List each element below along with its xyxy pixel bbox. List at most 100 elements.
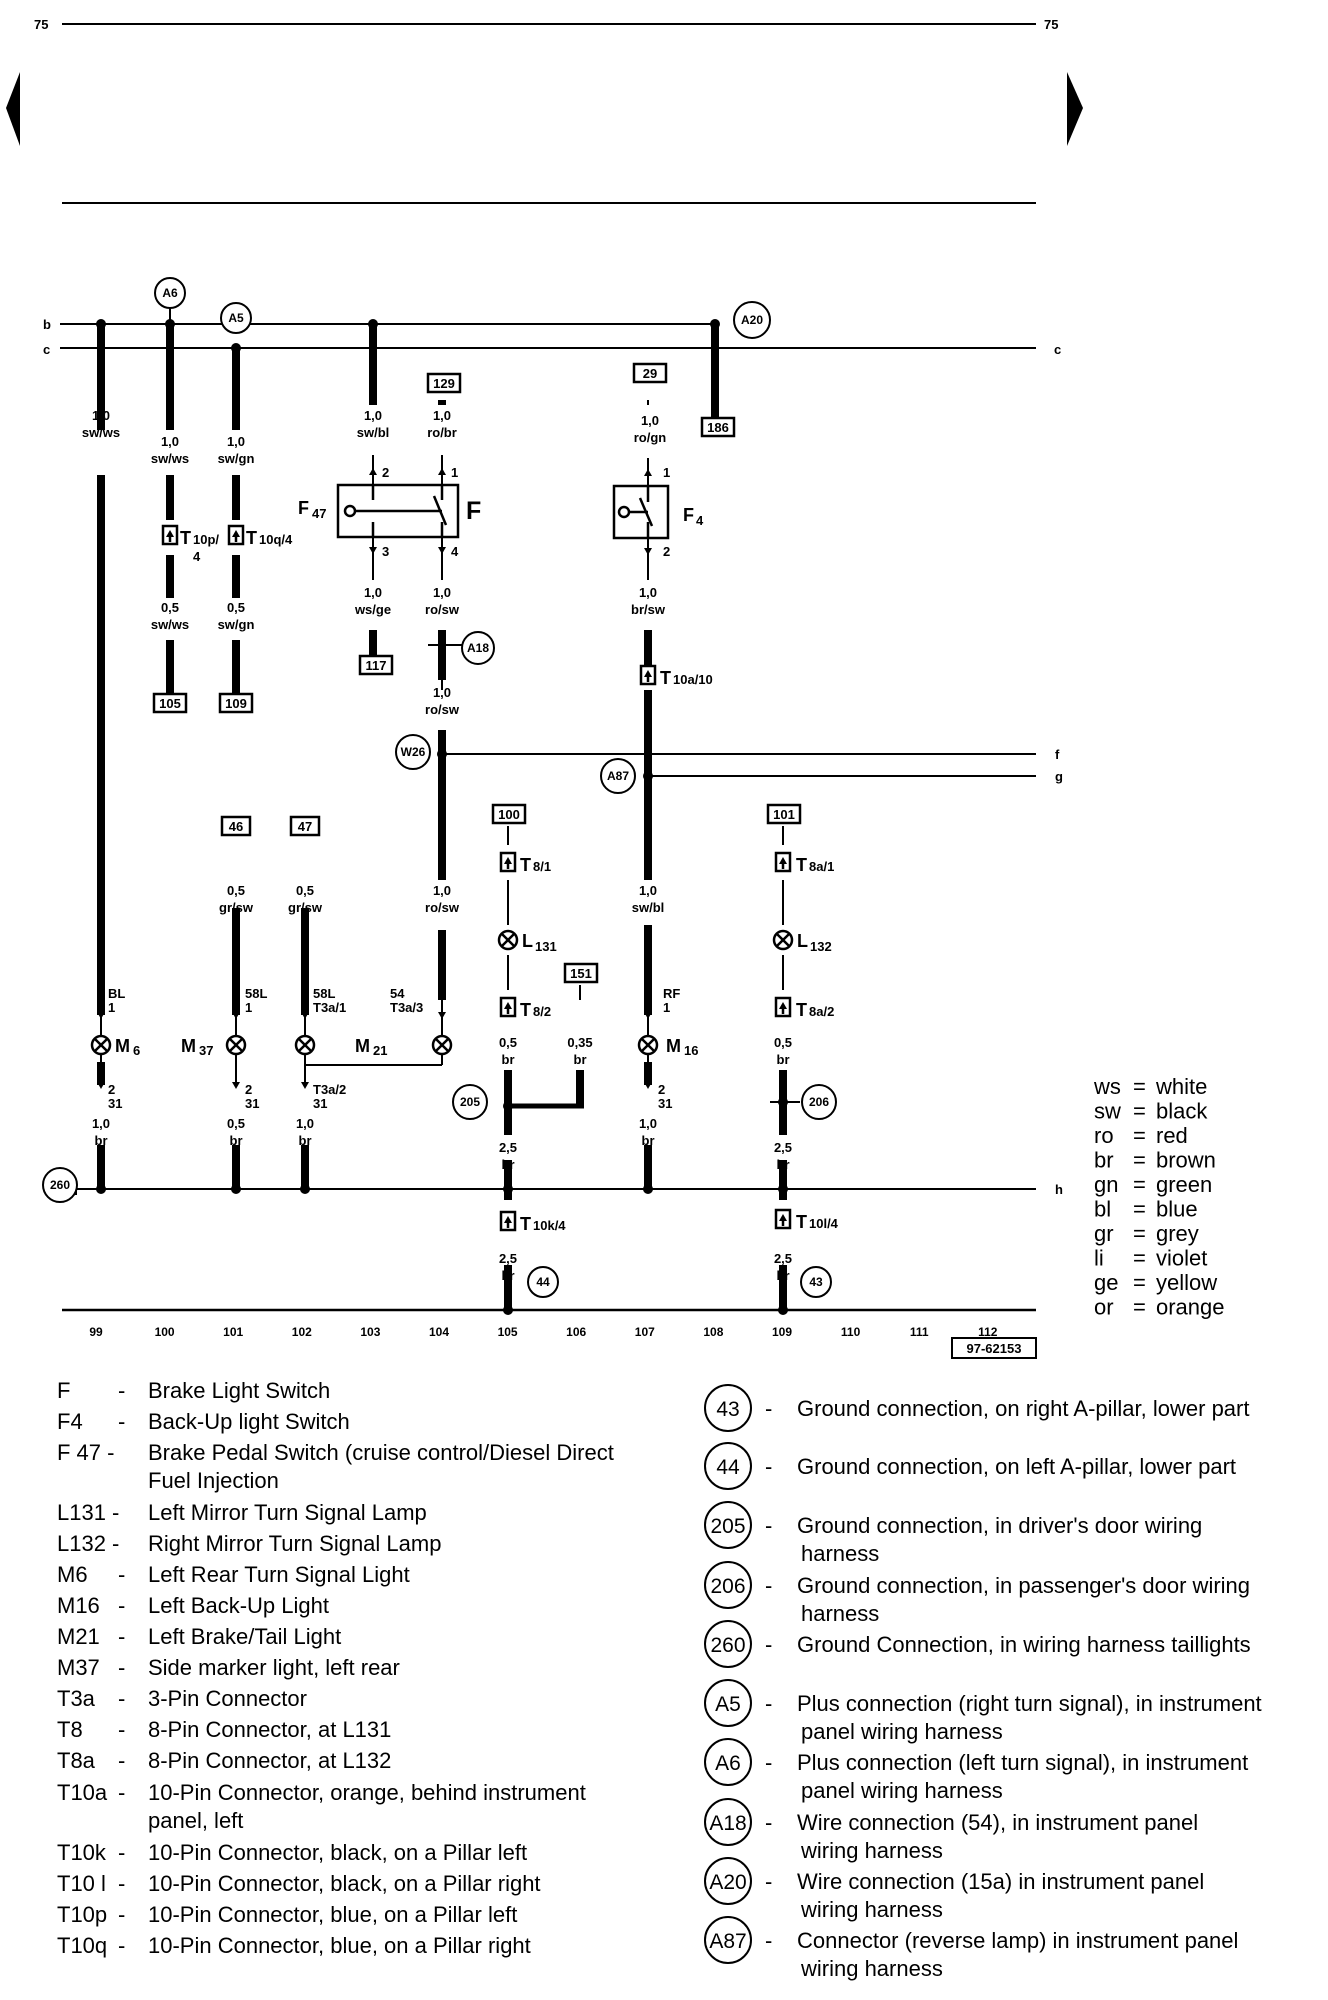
line-label-c-right: c [1054, 342, 1061, 357]
wire-size-w105b: 2,5 [499, 1140, 517, 1155]
color-equals: = [1133, 1270, 1146, 1295]
wire-size-w101d: 0,5 [227, 1116, 245, 1131]
junctions [96, 319, 788, 1315]
ground-legend-desc: Ground connection, in driver's door wiri… [797, 1513, 1202, 1538]
ground-legend-circle [704, 1501, 752, 1549]
component-desc: 10-Pin Connector, black, on a Pillar rig… [148, 1871, 541, 1896]
wire-color-w109c: br [777, 1268, 790, 1283]
color-equals: = [1133, 1246, 1146, 1271]
ground-legend-circle [704, 1561, 752, 1609]
wire-color-w104a: ro/br [427, 425, 457, 440]
wire-color-w107a: ro/gn [634, 430, 667, 445]
component-desc: 3-Pin Connector [148, 1686, 307, 1711]
box-105: 105 [159, 696, 181, 711]
component-desc: 10-Pin Connector, orange, behind instrum… [148, 1780, 586, 1805]
wire-color-w100a: sw/ws [151, 451, 189, 466]
component-code: T8 [57, 1717, 83, 1742]
wire-size-w104b: 1,0 [433, 585, 451, 600]
column-number: 103 [360, 1325, 380, 1339]
circle-W26: W26 [401, 745, 426, 759]
circle-A87: A87 [607, 769, 629, 783]
ground-legend-desc-line2: wiring harness [800, 1897, 943, 1922]
svg-text:1: 1 [663, 465, 670, 480]
color-code: ro [1094, 1123, 1114, 1148]
line-label-h: h [1055, 1182, 1063, 1197]
ground-legend-desc-line2: harness [801, 1541, 879, 1566]
wire-size-w104a: 1,0 [433, 408, 451, 423]
svg-text:31: 31 [313, 1096, 327, 1111]
wire-color-w103b: ws/ge [354, 602, 391, 617]
svg-text:16: 16 [684, 1043, 698, 1058]
circle-43: 43 [809, 1275, 823, 1289]
wire-size-w101a: 1,0 [227, 434, 245, 449]
column-number: 99 [89, 1325, 103, 1339]
ground-legend-circle [704, 1857, 752, 1905]
box-100: 100 [498, 807, 520, 822]
component-code: M37 [57, 1655, 100, 1680]
wire-color-w101b: sw/gn [218, 617, 255, 632]
component-desc: Brake Pedal Switch (cruise control/Diese… [148, 1440, 614, 1465]
wire-size-w109c: 2,5 [774, 1251, 792, 1266]
next-page-arrow-icon[interactable] [1067, 72, 1083, 146]
prev-page-arrow-icon[interactable] [6, 72, 20, 146]
color-equals: = [1133, 1172, 1146, 1197]
wire-color-w105a: br [502, 1052, 515, 1067]
lamp-M6: M [115, 1036, 130, 1056]
component-desc: 10-Pin Connector, blue, on a Pillar righ… [148, 1933, 531, 1958]
svg-text:2: 2 [658, 1082, 665, 1097]
column-number: 100 [155, 1325, 175, 1339]
column-number: 105 [498, 1325, 518, 1339]
component-desc: Back-Up light Switch [148, 1409, 350, 1434]
lamp-L132: L [797, 931, 808, 951]
circle-A5: A5 [228, 311, 244, 325]
component-code: F4 [57, 1409, 83, 1434]
wire-size-w101b: 0,5 [227, 600, 245, 615]
component-dash: - [118, 1378, 125, 1403]
svg-text:58L: 58L [313, 986, 335, 1001]
color-code: br [1094, 1148, 1114, 1173]
ground-legend-desc-line2: wiring harness [800, 1956, 943, 1981]
box-151: 151 [570, 966, 592, 981]
svg-text:1: 1 [451, 465, 458, 480]
wire-color-w107c: sw/bl [632, 900, 665, 915]
wire-color-w99a: sw/ws [82, 425, 120, 440]
ground-legend-desc: Plus connection (left turn signal), in i… [797, 1750, 1248, 1775]
color-equals: = [1133, 1197, 1146, 1222]
wire-size-w104c: 1,0 [433, 883, 451, 898]
column-number: 112 [978, 1325, 998, 1339]
component-code: M21 [57, 1624, 100, 1649]
svg-text:10a/10: 10a/10 [673, 672, 713, 687]
svg-text:31: 31 [245, 1096, 259, 1111]
box-29: 29 [643, 366, 657, 381]
svg-text:4: 4 [451, 544, 459, 559]
wire-color-w101c: gr/sw [219, 900, 254, 915]
component-code: T10p [57, 1902, 107, 1927]
component-code: T8a [57, 1748, 96, 1773]
color-name: black [1156, 1099, 1208, 1124]
color-code: li [1094, 1246, 1104, 1271]
box-109: 109 [225, 696, 247, 711]
color-name: grey [1156, 1221, 1199, 1246]
ground-legend-desc: Wire connection (54), in instrument pane… [797, 1810, 1198, 1835]
circle-refs: A6 A5 A20 A18 W26 A87 205 206 260 44 43 [42, 277, 837, 1298]
color-name: green [1156, 1172, 1212, 1197]
color-equals: = [1133, 1099, 1146, 1124]
component-code: T10k [57, 1840, 107, 1865]
component-dash: - [118, 1409, 125, 1434]
color-code: ge [1094, 1270, 1118, 1295]
wire-size-w101c: 0,5 [227, 883, 245, 898]
svg-text:3: 3 [382, 544, 389, 559]
color-code: ws [1093, 1074, 1121, 1099]
lamp-M21: M [355, 1036, 370, 1056]
component-desc: Right Mirror Turn Signal Lamp [148, 1531, 441, 1556]
lamps: M 6 M 37 M 21 M 16 L 131 L 132 [90, 929, 832, 1111]
connector-T10k: T [520, 1214, 531, 1234]
wire-size-w109a: 0,5 [774, 1035, 792, 1050]
ground-legend-code: A87 [709, 1930, 746, 1953]
component-desc: Left Mirror Turn Signal Lamp [148, 1500, 427, 1525]
svg-text:8a/1: 8a/1 [809, 859, 834, 874]
component-desc: 8-Pin Connector, at L132 [148, 1748, 391, 1773]
